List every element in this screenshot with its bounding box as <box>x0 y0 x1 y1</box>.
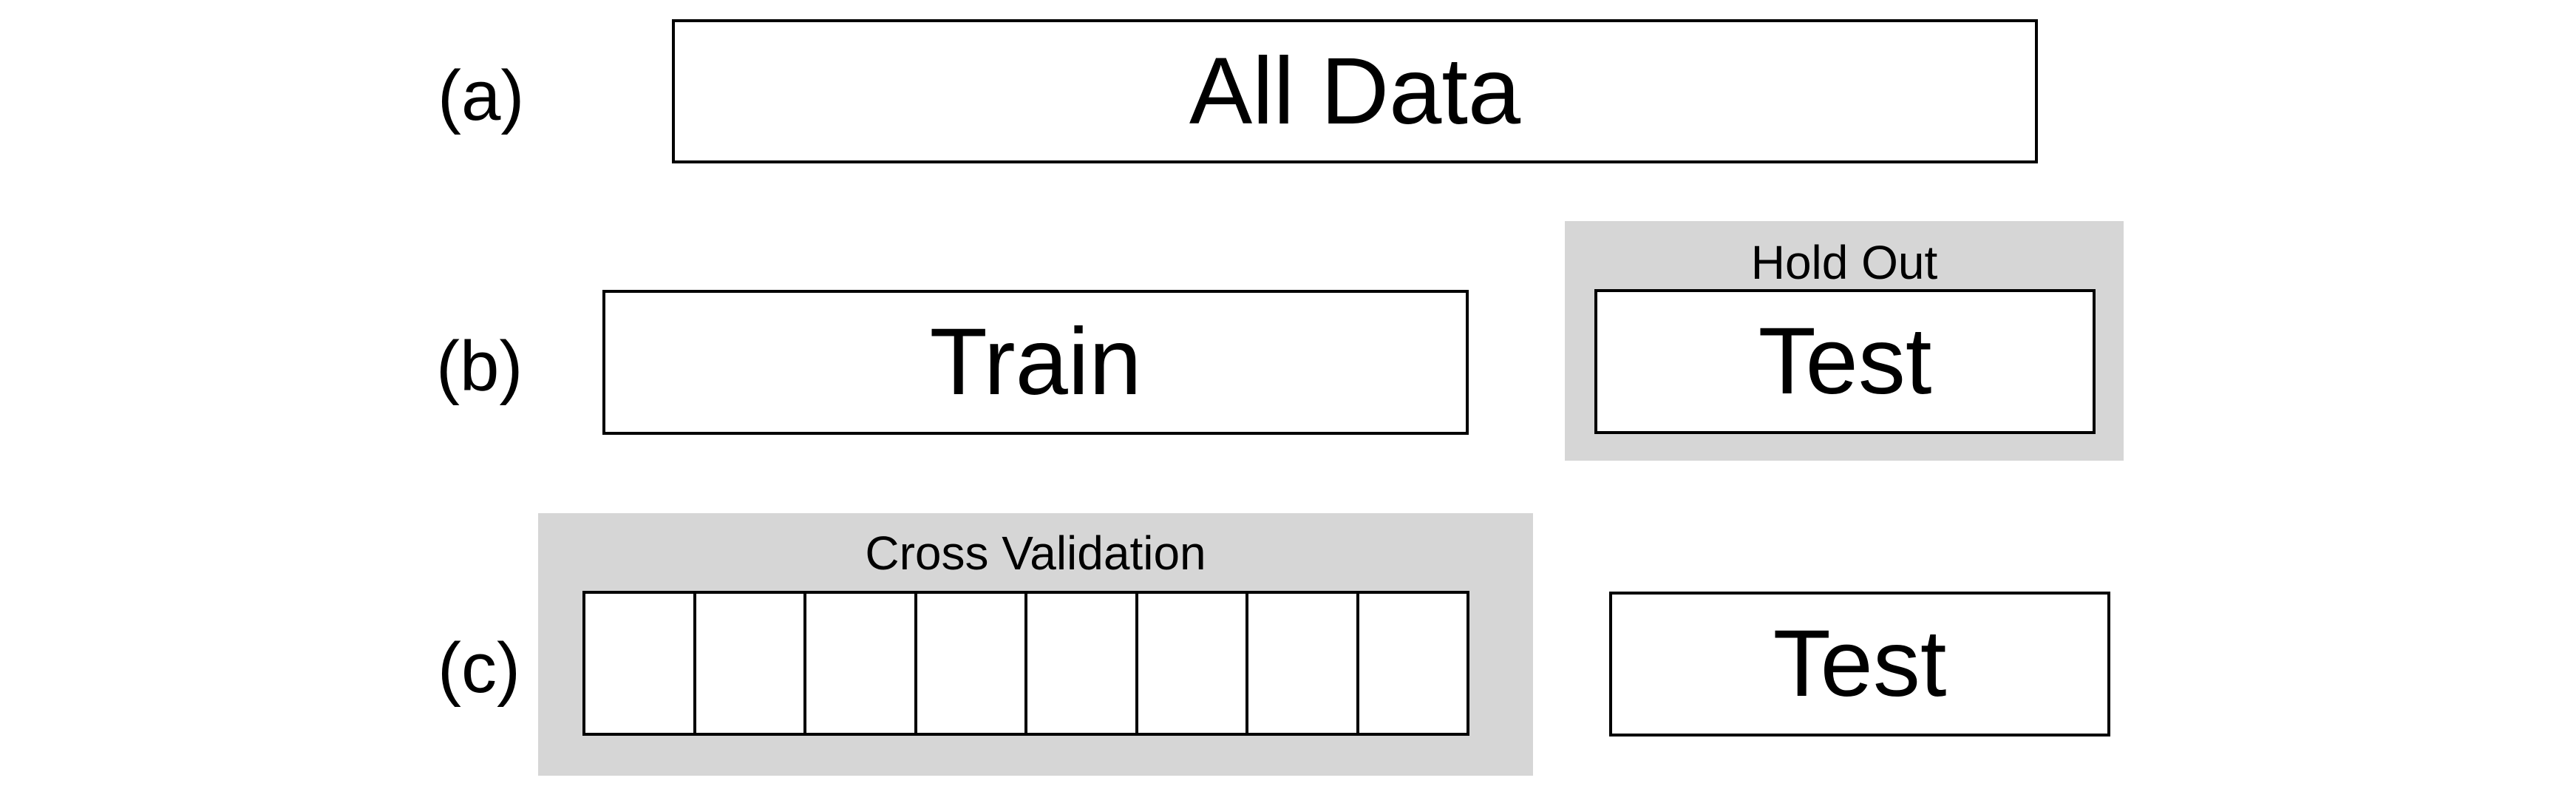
cv-fold <box>806 594 917 733</box>
all-data-box: All Data <box>672 19 2038 163</box>
cv-fold <box>1138 594 1248 733</box>
row-c-label: (c) <box>438 629 520 708</box>
cv-fold <box>1248 594 1359 733</box>
holdout-title: Hold Out <box>1750 236 1938 289</box>
cv-fold <box>1027 594 1138 733</box>
cv-test-box: Test <box>1609 592 2110 736</box>
cv-folds <box>582 591 1469 736</box>
row-a-label: (a) <box>438 56 525 135</box>
holdout-test-box: Test <box>1594 289 2096 434</box>
cross-validation-title: Cross Validation <box>865 526 1206 580</box>
holdout-group: Hold Out Test <box>1565 221 2124 461</box>
cv-fold <box>696 594 806 733</box>
cross-validation-group: Cross Validation <box>538 513 1533 776</box>
cv-fold <box>585 594 696 733</box>
train-box: Train <box>602 290 1469 435</box>
cv-fold <box>1359 594 1467 733</box>
row-b-label: (b) <box>436 327 523 406</box>
cv-fold <box>917 594 1027 733</box>
